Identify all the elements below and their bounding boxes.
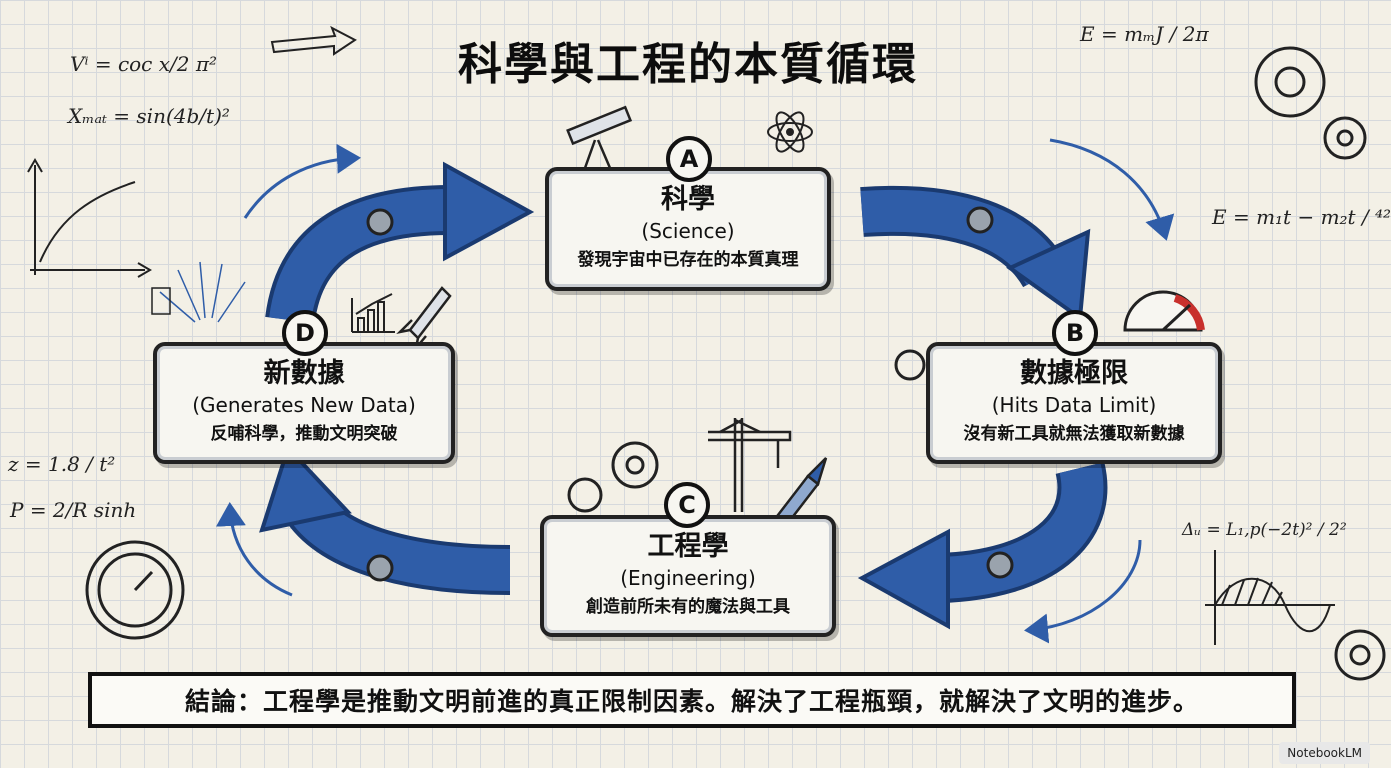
telescope-icon: [566, 105, 633, 169]
axes-sketch-icon: [27, 158, 152, 278]
node-science: 科學 (Science) 發現宇宙中已存在的本質真理: [545, 167, 831, 291]
arrow-data-to-science: [265, 161, 535, 324]
node-data-limit-title: 數據極限: [1020, 358, 1128, 389]
node-engineering: 工程學 (Engineering) 創造前所未有的魔法與工具: [540, 515, 836, 637]
node-science-desc: 發現宇宙中已存在的本質真理: [577, 250, 799, 270]
node-science-subtitle: (Science): [641, 219, 735, 243]
formula-5: z = 1.8 / t²: [8, 452, 116, 476]
formula-4: E = m₁t − m₂t / ⁴²: [1212, 205, 1391, 229]
formula-1: Vⁱ = coc x/2 π²: [70, 52, 218, 76]
node-science-title: 科學: [661, 184, 715, 215]
conclusion-banner: 結論：工程學是推動文明前進的真正限制因素。解決了工程瓶頸，就解決了文明的進步。: [88, 672, 1296, 728]
wave-graph-icon: [1205, 550, 1335, 645]
badge-a: A: [666, 136, 712, 182]
arrow-engineering-to-data: [259, 444, 511, 595]
page-title: 科學與工程的本質循環: [458, 39, 918, 90]
badge-c: C: [664, 482, 710, 528]
data-burst-icon: [151, 261, 246, 323]
rocket-icon: [396, 286, 452, 349]
gauge-icon: [1123, 290, 1205, 332]
brand-watermark: NotebookLM: [1279, 742, 1370, 764]
formula-6: P = 2/R sinh: [10, 498, 137, 522]
arrow-science-to-limit: [860, 185, 1091, 322]
node-data-limit-subtitle: (Hits Data Limit): [991, 393, 1157, 417]
node-data-limit: 數據極限 (Hits Data Limit) 沒有新工具就無法獲取新數據: [926, 342, 1222, 464]
node-engineering-desc: 創造前所未有的魔法與工具: [586, 597, 790, 617]
gear-icon: [85, 46, 1386, 681]
bar-chart-icon: [351, 293, 395, 333]
badge-b: B: [1052, 310, 1098, 356]
node-new-data-desc: 反哺科學，推動文明突破: [210, 424, 398, 444]
node-engineering-title: 工程學: [647, 531, 729, 562]
node-engineering-subtitle: (Engineering): [620, 566, 756, 590]
node-new-data: 新數據 (Generates New Data) 反哺科學，推動文明突破: [153, 342, 455, 464]
atom-icon: [767, 111, 813, 153]
node-data-limit-desc: 沒有新工具就無法獲取新數據: [963, 424, 1185, 444]
crane-icon: [708, 418, 792, 512]
arrow-limit-to-engineering: [857, 462, 1108, 630]
badge-d: D: [282, 310, 328, 356]
node-new-data-subtitle: (Generates New Data): [192, 393, 416, 417]
formula-3: E = mₘJ / 2π: [1080, 22, 1209, 46]
formula-2: Xₘₐₜ = sin(4b/t)²: [68, 104, 230, 128]
node-new-data-title: 新數據: [263, 358, 345, 389]
formula-7: Δᵤ = L₁,p(−2t)² / 2²: [1182, 520, 1347, 540]
